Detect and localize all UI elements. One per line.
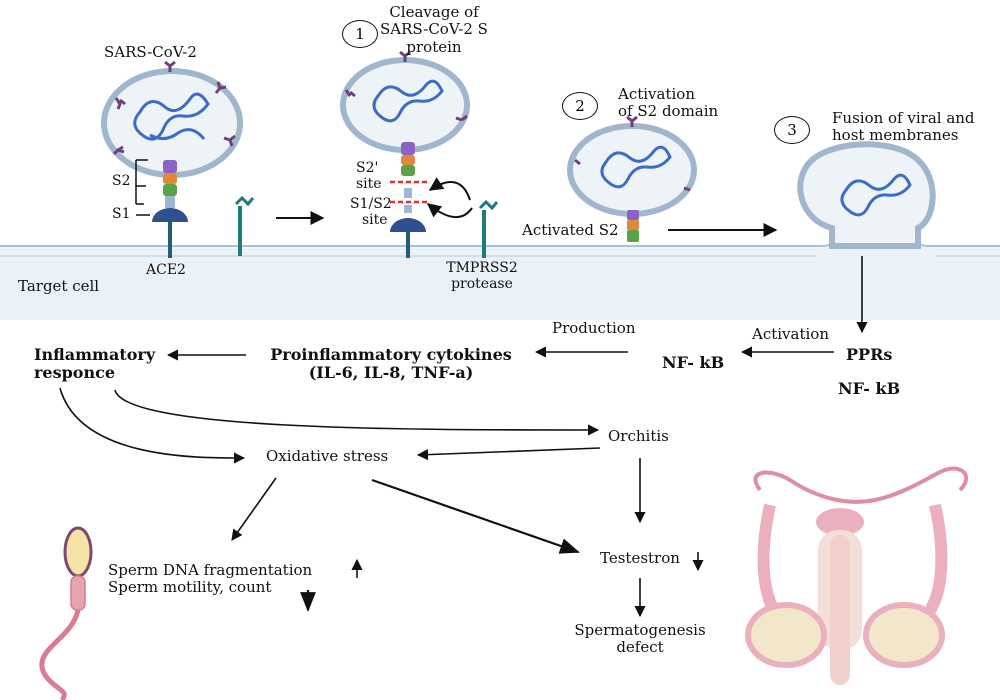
- step-1-line-3: protein: [406, 37, 462, 56]
- cytokines-line-2: (IL-6, IL-8, TNF-a): [308, 363, 474, 383]
- cytokines-label: Proinflammatory cytokines (IL-6, IL-8, T…: [256, 345, 526, 383]
- step-3-line-1: Fusion of viral and: [832, 109, 975, 127]
- step-3-line-2: host membranes: [832, 126, 959, 145]
- activation-label: Activation: [752, 325, 829, 343]
- orchitis-label: Orchitis: [608, 427, 669, 445]
- spike-protein-left: [152, 160, 188, 258]
- testestron-label: Testestron: [600, 549, 680, 567]
- male-reproductive-system-icon: [745, 466, 969, 685]
- nfkb-right-label: NF- kB: [838, 379, 901, 398]
- spike-protein-cleaved: [390, 142, 473, 258]
- tmprss2-label: TMPRSS2 protease: [438, 260, 526, 292]
- virus-rna-1: [133, 92, 210, 141]
- domain-brackets: [135, 159, 150, 216]
- step-2-text: Activation of S2 domain: [618, 85, 719, 121]
- inflammatory-line-1: Inflammatory: [34, 345, 156, 364]
- virus-label: SARS-CoV-2: [104, 43, 197, 61]
- step-1-text: Cleavage of SARS-CoV-2 S protein: [378, 3, 490, 56]
- oxidative-stress-label: Oxidative stress: [266, 447, 389, 465]
- protease-right: [478, 199, 499, 258]
- nfkb-left-label: NF- kB: [662, 353, 725, 372]
- pprs-label: PPRs: [846, 345, 893, 364]
- tmprss2-line-2: protease: [451, 276, 513, 293]
- sperm-line-1: Sperm DNA fragmentation: [108, 561, 313, 579]
- step-1-line-1: Cleavage of: [389, 3, 479, 21]
- spike-glyphs-1: [112, 60, 236, 156]
- spermatogenesis-line-1: Spermatogenesis: [574, 621, 706, 639]
- s1-domain-label: S1: [112, 206, 131, 222]
- s2-domain-label: S2: [112, 173, 131, 189]
- s1s2-line-2: site: [362, 212, 388, 229]
- ace2-label: ACE2: [146, 262, 186, 278]
- inflammatory-line-2: responce: [34, 363, 116, 383]
- s2prime-line-1: S2': [356, 160, 379, 176]
- s2prime-site-label: S2' site: [356, 160, 382, 192]
- step-2-line-1: Activation: [618, 85, 695, 103]
- target-cell-membrane: [0, 227, 1000, 320]
- step-1-badge: 1: [342, 20, 378, 48]
- tmprss2-line-1: TMPRSS2: [446, 260, 518, 276]
- s1s2-site-label: S1/S2 site: [350, 196, 392, 228]
- s2prime-line-2: site: [356, 176, 382, 193]
- sperm-line-2: Sperm motility, count: [108, 578, 272, 597]
- virion-1: [101, 60, 243, 178]
- sperm-effects-label: Sperm DNA fragmentation Sperm motility, …: [108, 561, 313, 597]
- step-3-text: Fusion of viral and host membranes: [832, 109, 975, 145]
- s1s2-line-1: S1/S2: [350, 196, 392, 212]
- step-3-badge: 3: [774, 116, 810, 144]
- pathway-arrows: [59, 256, 868, 618]
- production-label: Production: [552, 319, 636, 337]
- sperm-icon: [39, 526, 93, 700]
- spermatogenesis-label: Spermatogenesis defect: [570, 621, 710, 657]
- target-cell-label: Target cell: [18, 277, 100, 295]
- spermatogenesis-line-2: defect: [616, 638, 664, 657]
- protease-left: [234, 195, 255, 256]
- activated-s2-label: Activated S2: [522, 221, 619, 239]
- step-2-line-2: of S2 domain: [618, 102, 719, 121]
- virion-3: [567, 115, 697, 242]
- inflammatory-response-label: Inflammatory responce: [34, 345, 156, 383]
- step-2-badge: 2: [562, 92, 598, 120]
- step-1-line-2: SARS-CoV-2 S: [380, 20, 488, 39]
- fusing-virion: [797, 141, 936, 249]
- virion-2: [340, 50, 470, 153]
- cytokines-line-1: Proinflammatory cytokines: [270, 345, 512, 364]
